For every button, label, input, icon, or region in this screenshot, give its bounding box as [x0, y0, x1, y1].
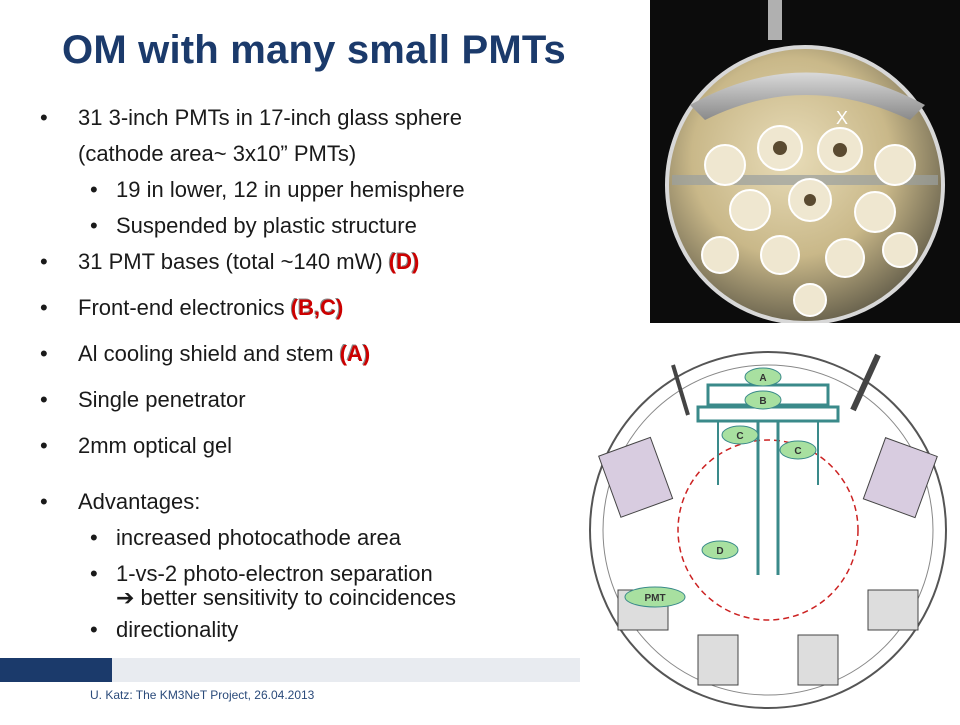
sub-bullet-directionality: directionality [40, 612, 600, 648]
bullet-continuation: (cathode area~ 3x10” PMTs) [78, 141, 357, 166]
slide-title: OM with many small PMTs [62, 28, 566, 72]
diagram-label-d: D [716, 546, 723, 557]
bullet-advantages: Advantages: [40, 484, 600, 520]
bullet-text: 31 PMT bases (total ~140 mW) [78, 249, 389, 274]
diagram-label-a: A [759, 373, 766, 384]
label-tag: (D) [388, 249, 420, 274]
technical-drawing: A B C C D PMT [578, 325, 960, 720]
diagram-label-pmt: PMT [644, 593, 665, 604]
optical-module-photo: X [650, 0, 960, 323]
footer-bar [0, 658, 580, 682]
bullet-penetrator: Single penetrator [40, 382, 600, 418]
bullet-text: Al cooling shield and stem [78, 341, 340, 366]
sub-bullet-hemisphere: 19 in lower, 12 in upper hemisphere [40, 172, 600, 208]
bullet-electronics: Front-end electronics (B,C) [40, 290, 600, 326]
bullet-text: Front-end electronics [78, 295, 291, 320]
label-tag: (A) [339, 341, 371, 366]
diagram-label-c1: C [736, 431, 743, 442]
sub-bullet-area: increased photocathode area [40, 520, 600, 556]
bullet-list: 31 3-inch PMTs in 17-inch glass sphere (… [40, 100, 600, 648]
photo-marker: X [836, 108, 848, 128]
sub-bullet-suspension: Suspended by plastic structure [40, 208, 600, 244]
sub-bullet-separation: 1-vs-2 photo-electron separation [40, 556, 600, 592]
label-tag: (B,C) [290, 295, 344, 320]
bullet-gel: 2mm optical gel [40, 428, 600, 464]
footer-text: U. Katz: The KM3NeT Project, 26.04.2013 [90, 688, 315, 702]
diagram-label-c2: C [794, 446, 801, 457]
bullet-cooling: Al cooling shield and stem (A) [40, 336, 600, 372]
bullet-pmts: 31 3-inch PMTs in 17-inch glass sphere [40, 100, 600, 136]
diagram-label-b: B [759, 396, 766, 407]
bullet-bases: 31 PMT bases (total ~140 mW) (D) [40, 244, 600, 280]
bullet-text: 31 3-inch PMTs in 17-inch glass sphere [78, 105, 462, 130]
